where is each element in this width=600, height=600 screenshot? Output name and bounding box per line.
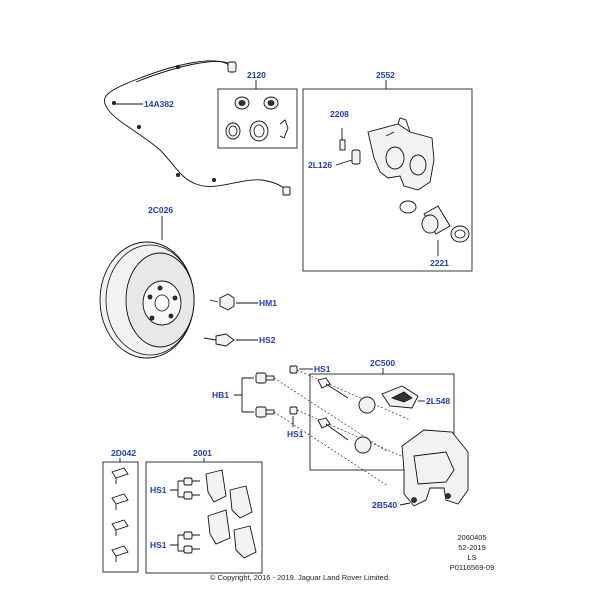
- label-2221[interactable]: 2221: [430, 258, 449, 268]
- label-HS1-pads-top[interactable]: HS1: [150, 485, 167, 495]
- label-HS1-mid[interactable]: HS1: [287, 429, 304, 439]
- pad-clip[interactable]: [381, 385, 419, 409]
- caliper-carrier[interactable]: [401, 429, 469, 507]
- seal-kit-box: [217, 88, 298, 149]
- small-bolts-upper[interactable]: [289, 365, 298, 415]
- copyright: © Copyright, 2016 - 2019. Jaguar Land Ro…: [210, 573, 390, 582]
- label-14A382[interactable]: 14A382: [144, 99, 174, 109]
- label-HS1-pads-bottom[interactable]: HS1: [150, 540, 167, 550]
- ref-illustration-id: P0116569-09: [450, 563, 494, 572]
- piston[interactable]: [399, 200, 470, 243]
- projection-lines: [273, 369, 411, 487]
- label-HS2[interactable]: HS2: [259, 335, 276, 345]
- label-2208[interactable]: 2208: [330, 109, 349, 119]
- carrier-kit-box: [309, 373, 455, 471]
- label-2L548[interactable]: 2L548: [426, 396, 450, 406]
- label-2D042[interactable]: 2D042: [111, 448, 136, 458]
- pad-bolts[interactable]: [183, 477, 200, 554]
- brake-disc[interactable]: [99, 241, 195, 359]
- label-HS1-top[interactable]: HS1: [314, 364, 331, 374]
- caliper-box: [302, 88, 473, 272]
- seal-kit-parts[interactable]: [225, 96, 289, 142]
- ref-code: LS: [467, 553, 476, 562]
- bleed-cap[interactable]: [335, 149, 361, 166]
- brake-pads[interactable]: [205, 469, 257, 559]
- label-2552[interactable]: 2552: [376, 70, 395, 80]
- label-2120[interactable]: 2120: [247, 70, 266, 80]
- label-HB1[interactable]: HB1: [212, 390, 229, 400]
- guide-bolts[interactable]: [255, 372, 275, 418]
- carrier-kit-bolts[interactable]: [317, 377, 376, 454]
- disc-screw[interactable]: [203, 333, 235, 347]
- label-2001[interactable]: 2001: [193, 448, 212, 458]
- ref-number: 2060405: [457, 533, 486, 542]
- clip-kit-box: [102, 461, 139, 573]
- ref-date: 52-2019: [458, 543, 486, 552]
- label-2B540[interactable]: 2B540: [372, 500, 397, 510]
- label-HM1[interactable]: HM1: [259, 298, 277, 308]
- label-2C026[interactable]: 2C026: [148, 205, 173, 215]
- caliper-body[interactable]: [367, 117, 435, 191]
- label-2L126[interactable]: 2L126: [308, 160, 332, 170]
- retaining-clips[interactable]: [111, 467, 129, 562]
- bleed-screw[interactable]: [339, 128, 346, 151]
- label-2C500[interactable]: 2C500: [370, 358, 395, 368]
- wear-sensor-harness[interactable]: [104, 60, 291, 196]
- hub-nut[interactable]: [209, 293, 235, 311]
